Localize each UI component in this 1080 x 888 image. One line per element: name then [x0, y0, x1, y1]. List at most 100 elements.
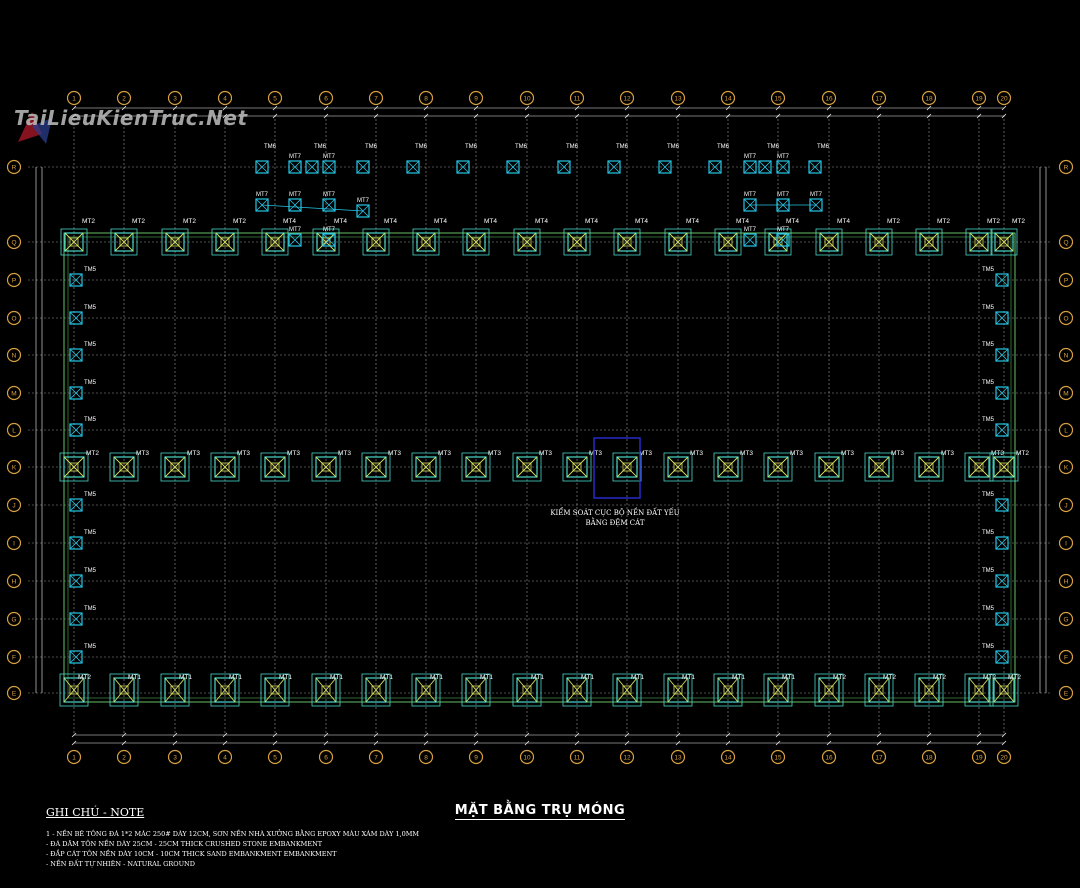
- axis-bubble-icon: [971, 90, 987, 106]
- pad-footing-outline: [989, 673, 1019, 707]
- footing-label: MT3: [740, 450, 753, 457]
- column-section: [673, 685, 683, 695]
- pad-footing-cross: [113, 456, 135, 478]
- axis-label: 19: [975, 755, 983, 762]
- column-section: [270, 237, 280, 247]
- dimension-tick: [624, 113, 630, 119]
- footing-label: TM6: [717, 144, 730, 150]
- pad-footing: [165, 232, 185, 252]
- pad-footing-cross: [366, 232, 386, 252]
- pad-footing: [918, 677, 940, 703]
- small-footing: [406, 160, 420, 174]
- small-footing: [995, 348, 1009, 362]
- pad-footing-outline: [260, 673, 290, 707]
- dimension-tick: [675, 740, 681, 746]
- column-section: [522, 462, 532, 472]
- column-section: [119, 462, 129, 472]
- axis-bubble-icon: [1058, 347, 1074, 363]
- pad-footing-outline: [563, 228, 591, 256]
- pad-footing-outline: [161, 228, 189, 256]
- axis-label: P: [1064, 278, 1068, 285]
- axis-bubble-icon: [821, 90, 837, 106]
- axis-bubble-icon: [6, 310, 22, 326]
- axis-label: M: [11, 391, 16, 398]
- axis-bubble-icon: [1058, 422, 1074, 438]
- small-footing-cross: [995, 650, 1009, 664]
- axis-bubble-icon: [6, 272, 22, 288]
- note-line: - ĐẮP CÁT TÔN NỀN DÀY 10CM - 10CM THICK …: [46, 850, 337, 858]
- footing-label: MT1: [179, 674, 192, 681]
- axis-bubble-icon: [770, 90, 786, 106]
- pad-footing: [415, 456, 437, 478]
- footing-label: TM5: [84, 568, 97, 574]
- axis-bubble-icon: [1058, 611, 1074, 627]
- pad-footing-cross: [566, 677, 588, 703]
- pad-footing: [918, 456, 940, 478]
- column-section: [824, 462, 834, 472]
- note-line: - NỀN ĐẤT TỰ NHIÊN - NATURAL GROUND: [46, 860, 195, 868]
- column-section: [170, 462, 180, 472]
- column-section: [69, 462, 79, 472]
- footing-label: TM5: [982, 380, 995, 386]
- pad-footing-outline: [763, 452, 793, 482]
- footing-label: TM6: [817, 144, 830, 150]
- dimension-tick: [272, 113, 278, 119]
- axis-bubble-icon: [116, 749, 132, 765]
- pad-footing: [616, 456, 638, 478]
- dimension-tick: [524, 113, 530, 119]
- dimension-tick: [976, 732, 982, 738]
- footing-label: MT3: [338, 450, 351, 457]
- footing-label: TM5: [84, 380, 97, 386]
- footing-label: MT2: [987, 218, 1000, 225]
- axis-label: 3: [173, 96, 177, 103]
- small-footing-cross: [69, 498, 83, 512]
- small-footing-cross: [506, 160, 520, 174]
- small-footing-cross: [305, 160, 319, 174]
- pad-footing: [466, 232, 486, 252]
- axis-bubble-icon: [167, 749, 183, 765]
- dimension-tick: [222, 105, 228, 111]
- small-footing: [69, 574, 83, 588]
- footing-label: MT2: [233, 218, 246, 225]
- axis-label: 8: [424, 96, 428, 103]
- dimension-tick: [976, 113, 982, 119]
- small-footing: [305, 160, 319, 174]
- footing-label: MT3: [237, 450, 250, 457]
- soil-note-annotation: KIỂM SOÁT CỤC BỘ NỀN ĐẤT YẾU BẰNG ĐỆM CÁ…: [550, 509, 680, 527]
- axis-bubble-icon: [569, 90, 585, 106]
- footing-label: MT3: [941, 450, 954, 457]
- small-footing-cross: [69, 348, 83, 362]
- dimension-tick: [775, 732, 781, 738]
- pad-footing-outline: [612, 673, 642, 707]
- footing-label: MT1: [631, 674, 644, 681]
- small-footing: [995, 311, 1009, 325]
- axis-label: 4: [223, 96, 227, 103]
- pad-footing-outline: [613, 228, 641, 256]
- pad-footing-outline: [664, 228, 692, 256]
- pad-footing-outline: [964, 452, 994, 482]
- small-footing: [995, 612, 1009, 626]
- pad-footing-cross: [767, 677, 789, 703]
- column-section: [723, 462, 733, 472]
- pad-footing-cross: [819, 232, 839, 252]
- axis-label: 9: [474, 96, 478, 103]
- footing-label: MT4: [786, 218, 799, 225]
- pad-footing: [869, 232, 889, 252]
- pad-footing-cross: [214, 456, 236, 478]
- small-footing: [743, 160, 757, 174]
- small-footing: [708, 160, 722, 174]
- pad-footing-cross: [718, 232, 738, 252]
- axis-label: 1: [72, 755, 76, 762]
- pad-footing-outline: [965, 228, 993, 256]
- column-section: [824, 237, 834, 247]
- small-footing-cross: [743, 233, 757, 247]
- footing-label: TM5: [982, 305, 995, 311]
- column-section: [522, 237, 532, 247]
- pad-footing: [969, 232, 989, 252]
- drawing-title: MẶT BẰNG TRỤ MÓNG: [0, 803, 1080, 820]
- pad-footing: [164, 456, 186, 478]
- dimension-tick: [222, 113, 228, 119]
- pad-footing-cross: [265, 232, 285, 252]
- small-footing-cross: [69, 311, 83, 325]
- pad-footing: [264, 677, 286, 703]
